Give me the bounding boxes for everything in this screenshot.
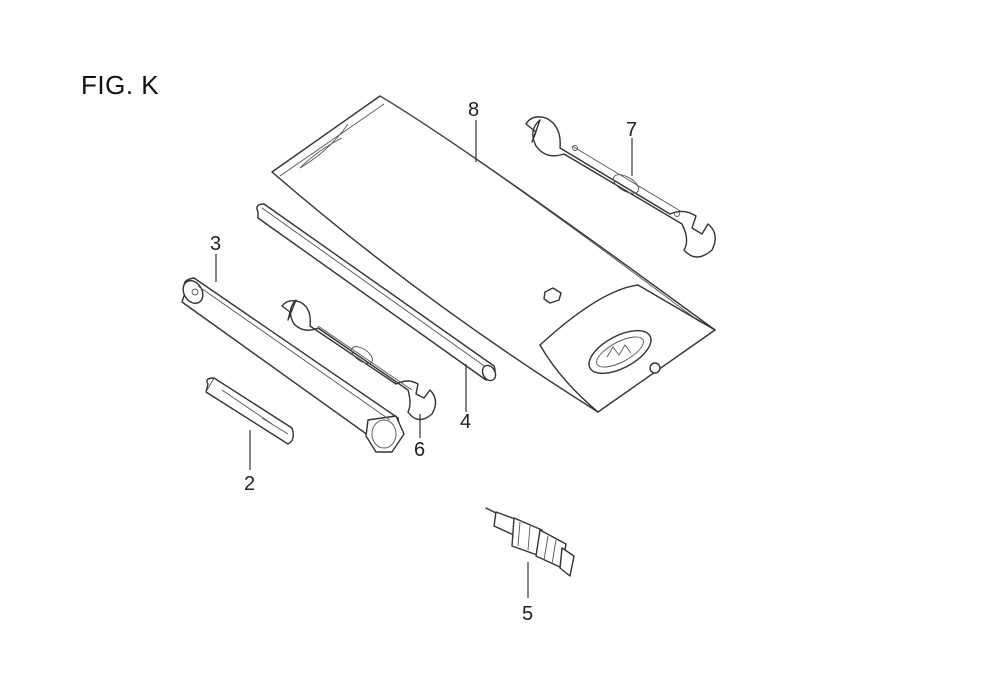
open-end-wrench-small-icon[interactable] xyxy=(281,299,437,421)
box-wrench-tube-icon[interactable] xyxy=(179,277,405,453)
callout-3: 3 xyxy=(210,233,221,255)
spark-plug-icon[interactable] xyxy=(485,507,575,577)
figure-title: FIG. K xyxy=(81,70,160,100)
callout-5: 5 xyxy=(522,603,533,625)
tommy-bar-icon[interactable] xyxy=(256,203,498,383)
callout-8: 8 xyxy=(468,99,479,121)
callout-7: 7 xyxy=(626,119,637,141)
screwdriver-blade-icon[interactable] xyxy=(205,377,295,445)
callout-2: 2 xyxy=(244,473,255,495)
callout-4: 4 xyxy=(460,411,471,433)
tool-bag-icon[interactable] xyxy=(271,95,716,413)
callout-6: 6 xyxy=(414,439,425,461)
open-end-wrench-large-icon[interactable] xyxy=(525,116,716,258)
leader-lines xyxy=(215,120,633,598)
